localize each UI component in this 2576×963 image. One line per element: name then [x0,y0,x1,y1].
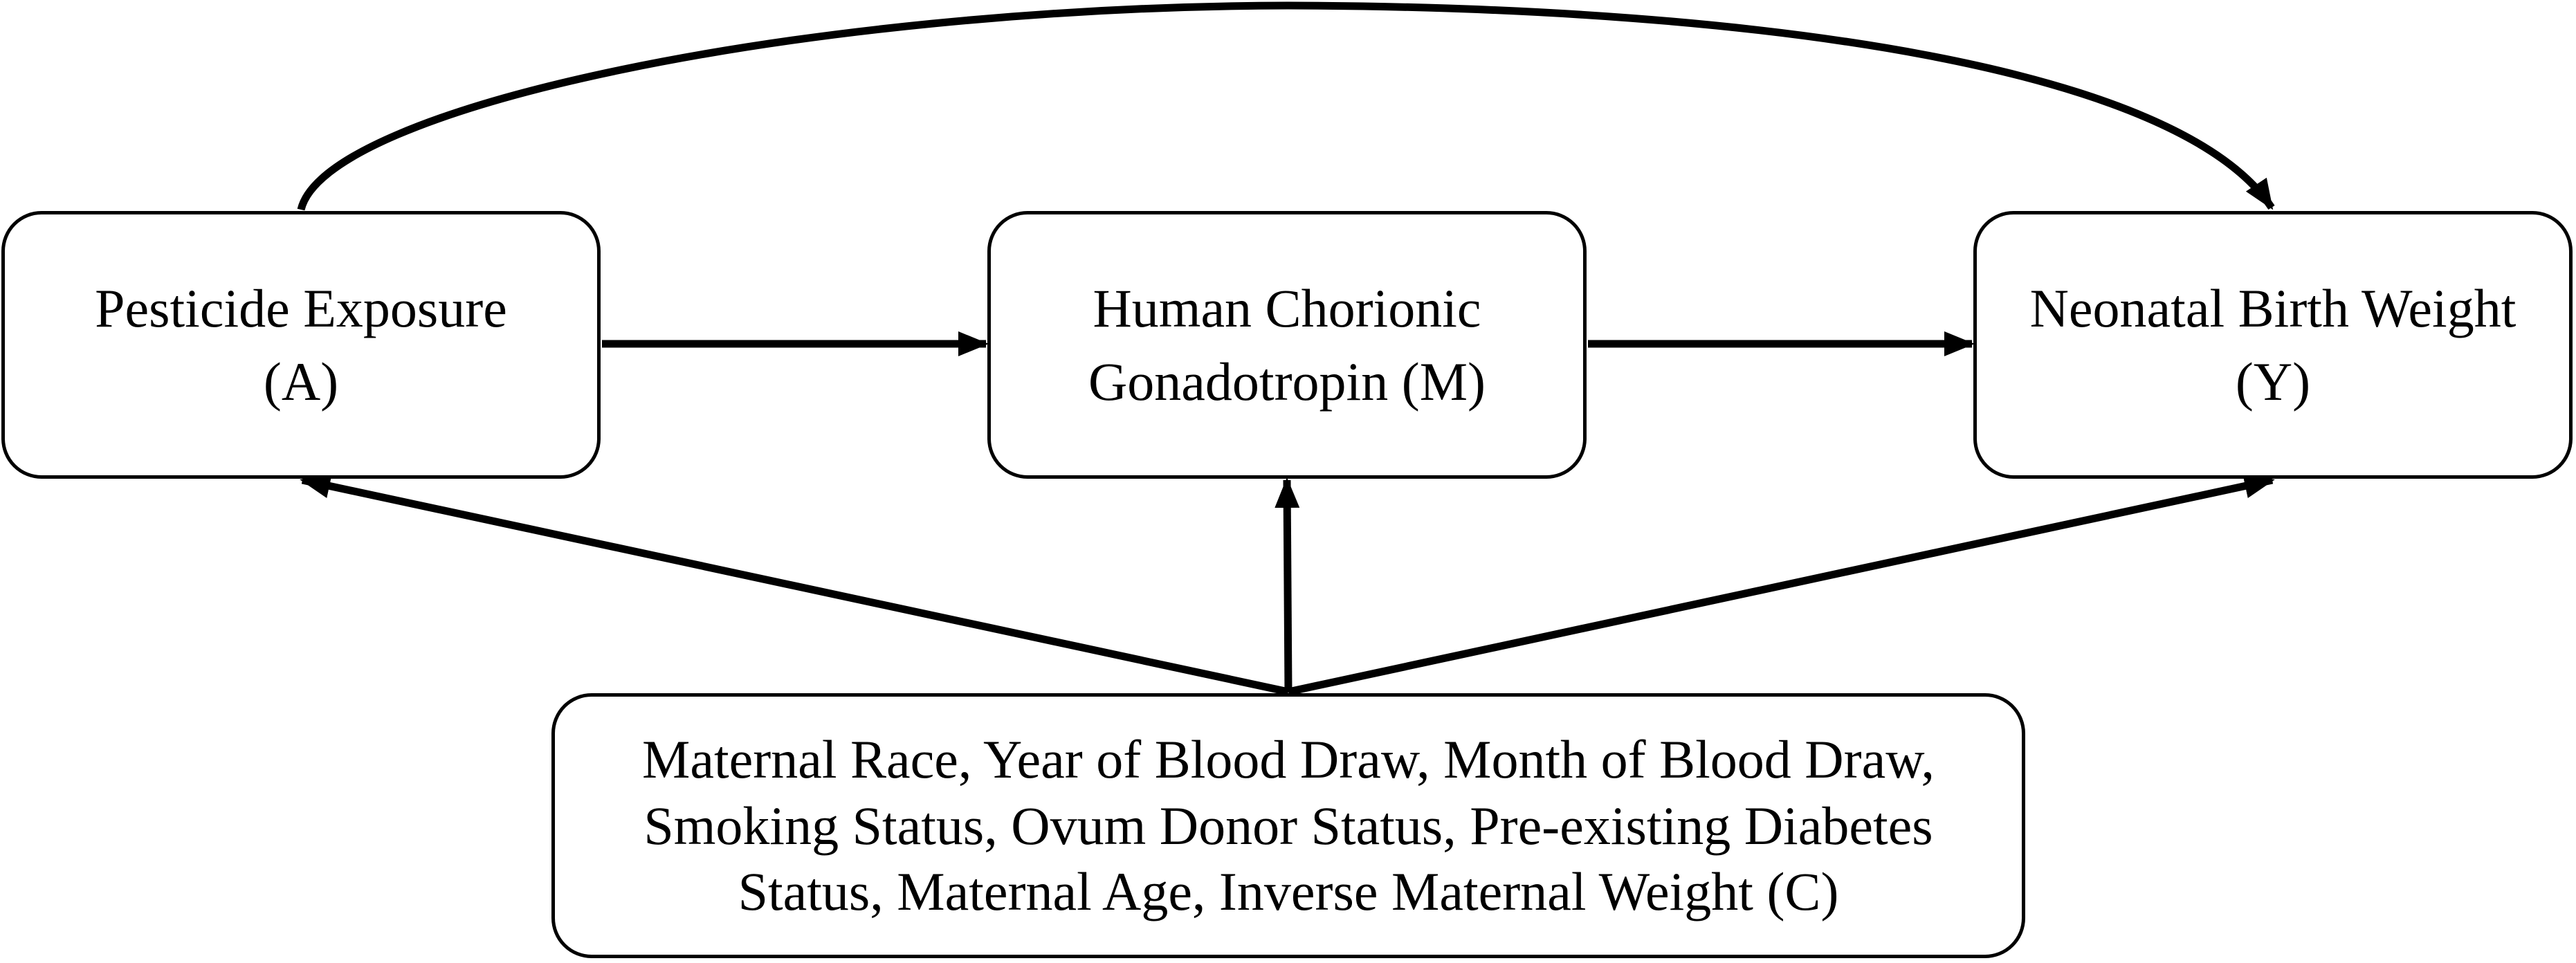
node-exposure: Pesticide Exposure (A) [1,211,601,479]
edge-confounders-to-mediator [1275,477,1300,693]
edge-exposure-to-outcome [297,1,2275,211]
node-mediator: Human Chorionic Gonadotropin (M) [987,211,1587,479]
node-confounders: Maternal Race, Year of Blood Draw, Month… [551,693,2025,958]
edge-confounders-to-exposure [300,473,1290,696]
node-exposure-label: Pesticide Exposure (A) [95,272,507,418]
node-outcome: Neonatal Birth Weight (Y) [1973,211,2573,479]
edge-confounders-to-outcome [1287,473,2275,696]
node-exposure-line2: (A) [263,351,339,412]
node-outcome-line2: (Y) [2235,351,2311,412]
node-exposure-line1: Pesticide Exposure [95,278,507,339]
node-mediator-line2: Gonadotropin (M) [1088,351,1486,412]
node-confounders-line1: Maternal Race, Year of Blood Draw, Month… [641,728,1935,789]
node-confounders-line3: Status, Maternal Age, Inverse Maternal W… [738,861,1839,922]
node-mediator-label: Human Chorionic Gonadotropin (M) [1088,272,1486,418]
node-mediator-line1: Human Chorionic [1093,278,1481,339]
node-outcome-line1: Neonatal Birth Weight [2029,278,2516,339]
node-confounders-label: Maternal Race, Year of Blood Draw, Month… [642,726,1935,926]
node-confounders-line2: Smoking Status, Ovum Donor Status, Pre-e… [643,795,1933,856]
node-outcome-label: Neonatal Birth Weight (Y) [2030,272,2516,418]
